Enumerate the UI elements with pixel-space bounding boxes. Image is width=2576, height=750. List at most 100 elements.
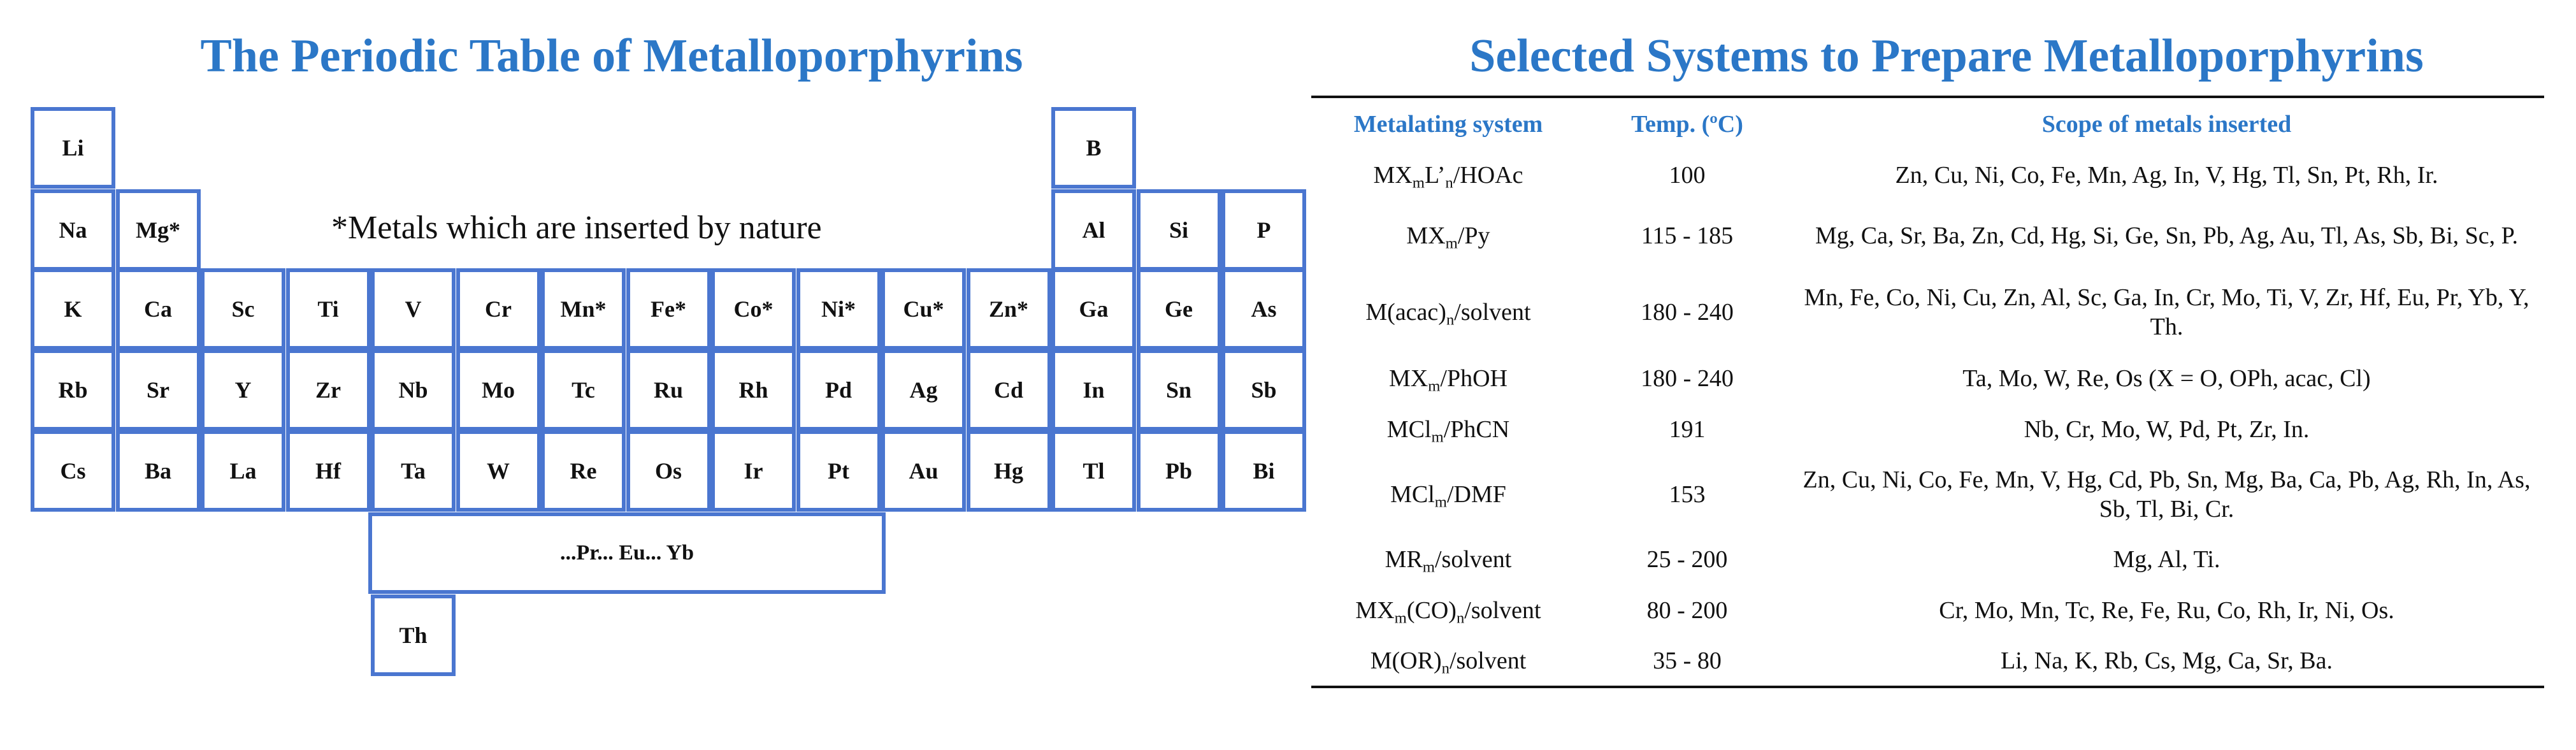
element-symbol: Hg [993, 458, 1023, 484]
element-cell-al: Al [1051, 189, 1136, 271]
element-symbol: Ru [653, 377, 684, 403]
element-cell-co: Co* [711, 268, 796, 350]
element-symbol: Ti [317, 296, 339, 322]
element-cell-bi: Bi [1221, 430, 1306, 512]
element-symbol: Pt [828, 458, 849, 484]
subscript: m [1445, 234, 1458, 252]
subscript: n [1446, 311, 1455, 329]
element-cell-th: Th [371, 595, 456, 676]
systems-table-title: Selected Systems to Prepare Metalloporph… [1469, 30, 2424, 82]
subscript: m [1431, 428, 1444, 446]
header-metalating-system: Metalating system [1353, 111, 1543, 138]
temperature-cell: 180 - 240 [1641, 299, 1734, 326]
temperature-cell: 180 - 240 [1641, 365, 1734, 392]
element-cell-rh: Rh [711, 349, 796, 431]
table-row: M(acac)n/solvent 180 - 240 Mn, Fe, Co, Ni,… [1311, 271, 2544, 353]
formula-text: MX [1406, 222, 1446, 249]
element-symbol: Hf [315, 458, 341, 484]
nature-note: *Metals which are inserted by nature [331, 210, 822, 246]
element-symbol: Li [62, 135, 84, 161]
periodic-table: *Metals which are inserted by nature ...… [31, 107, 1306, 676]
element-symbol: Pb [1165, 458, 1192, 484]
element-cell-au: Au [881, 430, 966, 512]
element-symbol: Bi [1253, 458, 1275, 484]
element-symbol: Sr [147, 377, 169, 403]
element-symbol: Pd [824, 377, 852, 403]
element-symbol: Zn* [988, 296, 1029, 322]
element-cell-mg: Mg* [115, 189, 201, 271]
element-cell-y: Y [201, 349, 285, 431]
subscript: m [1412, 174, 1425, 192]
formula-text: /HOAc [1453, 162, 1523, 189]
element-symbol: Tc [572, 377, 595, 403]
formula-text: /DMF [1446, 481, 1506, 508]
element-cell-p: P [1221, 189, 1306, 271]
element-cell-na: Na [31, 189, 115, 271]
element-cell-mo: Mo [456, 349, 541, 431]
element-symbol: Ge [1165, 296, 1193, 322]
element-cell-as: As [1221, 268, 1306, 350]
element-cell-sb: Sb [1221, 349, 1306, 431]
element-symbol: Na [59, 217, 87, 243]
metalating-system-cell: MClm/DMF [1311, 455, 1585, 534]
element-symbol: Mn* [560, 296, 607, 322]
element-cell-ni: Ni* [796, 268, 881, 350]
element-symbol: Si [1169, 217, 1189, 243]
element-symbol: B [1086, 135, 1102, 161]
element-symbol: Sn [1165, 377, 1192, 403]
element-cell-li: Li [31, 107, 115, 189]
element-cell-tc: Tc [541, 349, 626, 431]
temperature-cell: 35 - 80 [1653, 647, 1722, 674]
element-symbol: Sb [1251, 377, 1277, 403]
metalating-system-cell: M(acac)n/solvent [1311, 271, 1585, 353]
element-cell-rb: Rb [31, 349, 115, 431]
table-header-row: Metalating system Temp. (ºC) Scope of me… [1311, 97, 2544, 150]
element-cell-fe: Fe* [626, 268, 711, 350]
element-symbol: Cs [60, 458, 86, 484]
element-cell-in: In [1051, 349, 1136, 431]
formula-text: M(acac) [1365, 299, 1446, 326]
element-cell-ga: Ga [1051, 268, 1136, 350]
metalating-system-cell: MClm/PhCN [1311, 404, 1585, 455]
element-cell-os: Os [626, 430, 711, 512]
element-symbol: Sc [231, 296, 255, 322]
element-cell-mn: Mn* [541, 268, 626, 350]
element-symbol: Tl [1083, 458, 1105, 484]
element-symbol: La [229, 458, 257, 484]
element-cell-tl: Tl [1051, 430, 1136, 512]
metalating-system-cell: MXmL’n/HOAc [1311, 150, 1585, 200]
element-symbol: Nb [398, 377, 428, 403]
element-cell-ca: Ca [115, 268, 201, 350]
formula-text: /solvent [1449, 647, 1527, 674]
formula-text: /PhCN [1443, 416, 1510, 443]
element-cell-ti: Ti [285, 268, 371, 350]
formula-text: L’ [1424, 162, 1446, 189]
element-cell-w: W [456, 430, 541, 512]
subscript: n [1445, 174, 1453, 192]
scope-cell: Mn, Fe, Co, Ni, Cu, Zn, Al, Sc, Ga, In, … [1804, 284, 2529, 340]
element-symbol: In [1083, 377, 1105, 403]
element-symbol: Re [570, 458, 597, 484]
element-cell-re: Re [541, 430, 626, 512]
element-cell-nb: Nb [371, 349, 456, 431]
element-cell-ir: Ir [711, 430, 796, 512]
metalating-system-cell: MXm/Py [1311, 200, 1585, 271]
element-symbol: Rh [738, 377, 768, 403]
metalating-system-cell: MRm/solvent [1311, 534, 1585, 585]
temperature-cell: 153 [1669, 481, 1706, 508]
temperature-cell: 191 [1669, 416, 1706, 443]
element-cell-hf: Hf [285, 430, 371, 512]
element-symbol: Al [1082, 217, 1105, 243]
element-symbol: Cr [485, 296, 512, 322]
element-cell-pd: Pd [796, 349, 881, 431]
formula-text: /PhOH [1440, 365, 1507, 392]
element-symbol: Ta [401, 458, 426, 484]
element-cell-la: La [201, 430, 285, 512]
formula-text: (CO) [1406, 597, 1457, 624]
element-symbol: Mo [482, 377, 515, 403]
element-cell-pt: Pt [796, 430, 881, 512]
element-symbol: Rb [58, 377, 88, 403]
